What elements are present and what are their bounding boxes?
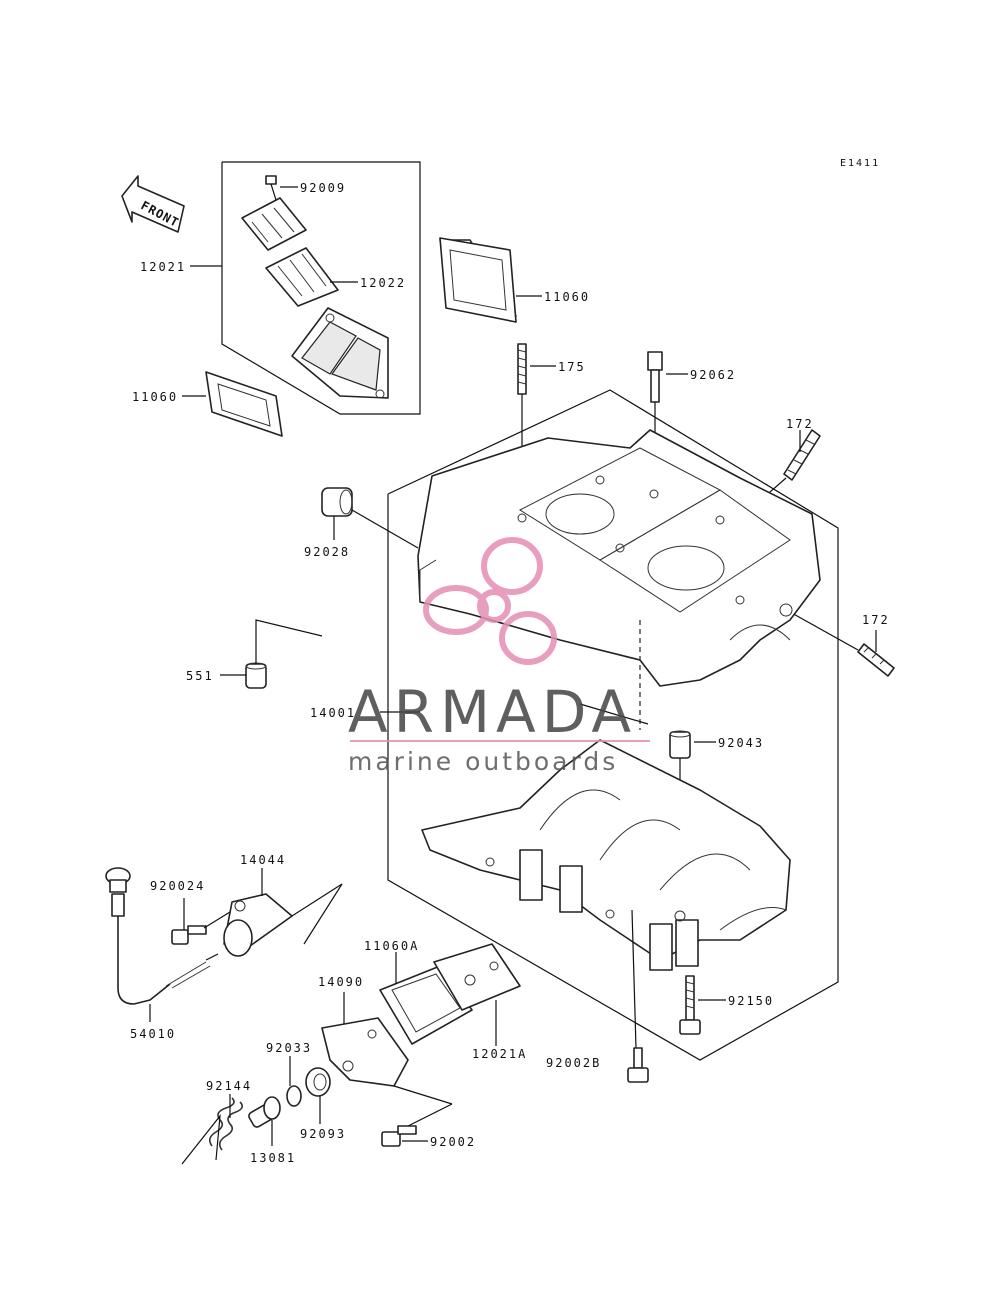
label-92002B: 92002B	[546, 1056, 601, 1070]
label-920024: 920024	[150, 879, 205, 893]
label-12021: 12021	[140, 260, 186, 274]
spring-92144	[181, 1094, 244, 1165]
reed-petals	[241, 197, 307, 251]
propeller-logo-icon	[423, 537, 557, 665]
label-11060A: 11060A	[364, 939, 419, 953]
label-14090: 14090	[318, 975, 364, 989]
stud-172-right	[789, 611, 895, 677]
label-92144: 92144	[206, 1079, 252, 1093]
crankcase-box	[387, 389, 839, 1061]
label-54010: 54010	[130, 1027, 176, 1041]
reed-stopper-12022	[265, 247, 339, 307]
label-13081: 13081	[250, 1151, 296, 1165]
label-12021A: 12021A	[472, 1047, 527, 1061]
label-92150: 92150	[728, 994, 774, 1008]
label-92009: 92009	[300, 181, 346, 195]
collar-13081	[248, 1096, 281, 1146]
ring-92033	[286, 1056, 302, 1107]
plate-12021A	[433, 943, 521, 1046]
lower-crankcase	[421, 739, 791, 971]
dowel-551	[220, 619, 323, 689]
bushing-92093	[305, 1067, 331, 1124]
holder-14090	[321, 992, 453, 1131]
reed-kit-box	[221, 161, 421, 415]
bolt-920024	[171, 898, 231, 945]
bolt-92150	[679, 975, 701, 1035]
label-172-top: 172	[786, 417, 814, 431]
front-arrow-icon: FRONT	[121, 175, 185, 233]
label-172-right: 172	[862, 613, 890, 627]
label-92093: 92093	[300, 1127, 346, 1141]
label-551: 551	[186, 669, 214, 683]
label-14044: 14044	[240, 853, 286, 867]
label-92028: 92028	[304, 545, 350, 559]
label-12022: 12022	[360, 276, 406, 290]
plug-92028	[321, 487, 419, 549]
cover-14044	[223, 868, 343, 957]
screw-92009	[265, 175, 298, 201]
watermark-tagline: marine outboards	[348, 747, 618, 776]
diagram-code: E1411	[840, 158, 880, 169]
label-92043: 92043	[718, 736, 764, 750]
gasket-11060-top	[439, 237, 517, 323]
upper-crankcase	[417, 429, 821, 687]
label-92033: 92033	[266, 1041, 312, 1055]
label-11060-top: 11060	[544, 290, 590, 304]
armada-watermark: ARMADA marine outboards	[348, 537, 650, 776]
watermark-brand: ARMADA	[348, 678, 637, 746]
label-92062: 92062	[690, 368, 736, 382]
bolt-92002	[381, 1125, 428, 1147]
cable-54010	[105, 867, 219, 1022]
gasket-11060-left	[205, 371, 283, 437]
label-92002: 92002	[430, 1135, 476, 1149]
label-175: 175	[558, 360, 586, 374]
label-14001: 14001	[310, 706, 356, 720]
bolt-92002B	[627, 909, 649, 1083]
reed-block	[291, 307, 389, 399]
label-11060-left: 11060	[132, 390, 178, 404]
